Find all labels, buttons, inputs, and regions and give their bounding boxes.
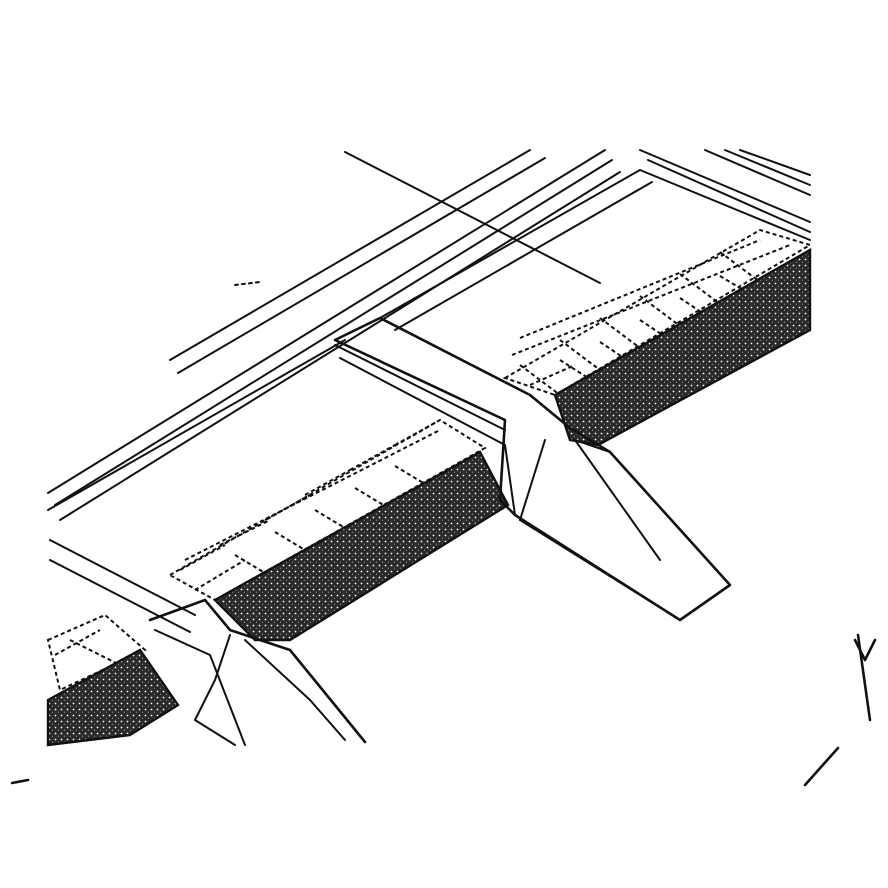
far-bank-edges <box>639 149 811 233</box>
survey-line <box>344 151 601 284</box>
edge-marks <box>10 633 877 787</box>
gabion-basket-right <box>502 228 813 447</box>
apron-panel-right <box>379 169 811 331</box>
gabion-basket-left <box>46 613 180 747</box>
groin-right <box>333 316 732 622</box>
road-embankment <box>47 149 621 521</box>
apron-panel-left <box>47 339 346 633</box>
groin-left <box>148 598 367 746</box>
gabion-basket-center <box>167 418 510 642</box>
